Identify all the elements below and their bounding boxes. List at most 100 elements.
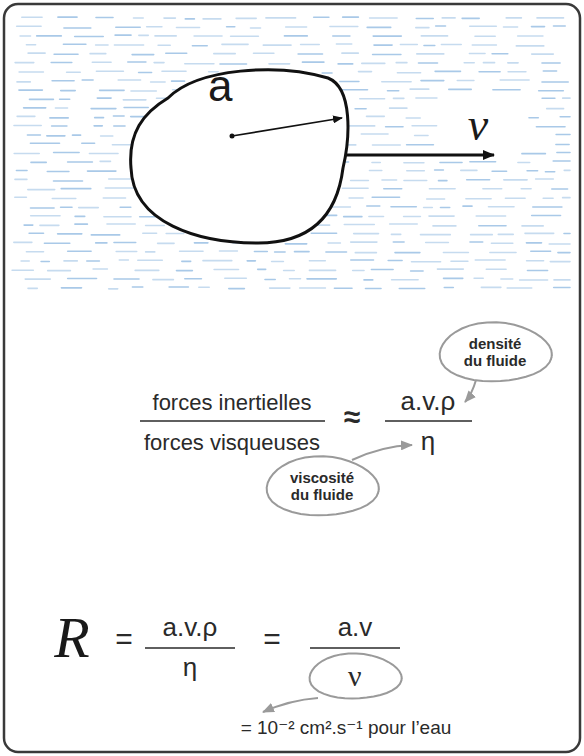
water-dash	[533, 206, 562, 208]
water-dash	[505, 197, 525, 199]
water-dash	[254, 251, 267, 253]
water-dash	[527, 170, 538, 172]
water-dash	[162, 70, 186, 72]
water-dash	[391, 206, 416, 208]
water-dash	[132, 54, 154, 56]
water-dash	[373, 144, 401, 146]
water-dash	[109, 178, 132, 180]
water-dash	[542, 62, 560, 64]
water-dash	[220, 250, 238, 252]
water-dash	[521, 188, 531, 190]
water-dash	[96, 17, 113, 19]
water-dash	[16, 170, 27, 172]
water-dash	[28, 288, 37, 290]
water-dash	[404, 216, 421, 218]
water-dash	[340, 81, 359, 83]
water-dash	[227, 26, 235, 28]
water-dash	[349, 125, 374, 127]
water-dash	[258, 269, 266, 271]
water-dash	[269, 63, 290, 65]
water-dash	[421, 80, 444, 82]
water-dash	[384, 188, 402, 190]
reynolds-symbol: R	[54, 604, 89, 671]
water-dash	[330, 26, 358, 28]
water-dash	[504, 26, 518, 28]
water-dash	[508, 71, 526, 73]
water-dash	[545, 171, 554, 173]
frame	[4, 4, 580, 752]
water-dash	[479, 225, 506, 227]
water-dash	[372, 162, 380, 164]
water-dash	[549, 243, 570, 245]
water-dash	[151, 81, 166, 83]
water-dash	[118, 79, 140, 81]
water-dash	[526, 242, 541, 244]
water-dash	[14, 125, 41, 127]
water-dash	[79, 207, 99, 209]
fraction-bar	[310, 647, 400, 649]
water-dash	[47, 171, 69, 173]
water-dash	[483, 188, 502, 190]
denominator-formula: η	[421, 426, 435, 457]
water-dash	[479, 71, 500, 73]
water-dash	[451, 260, 468, 262]
water-dash	[314, 17, 329, 19]
water-dash	[556, 144, 569, 146]
water-dash	[164, 17, 175, 19]
water-dash	[491, 242, 512, 244]
water-dash	[504, 179, 527, 181]
water-dash	[47, 135, 65, 137]
water-dash	[21, 260, 29, 262]
water-dash	[543, 70, 556, 72]
fraction-bar	[145, 647, 235, 649]
water-dash	[367, 205, 380, 207]
water-dash	[75, 36, 104, 38]
fraction-bar	[140, 420, 325, 422]
water-dash	[441, 207, 450, 209]
water-dash	[355, 108, 366, 110]
water-dash	[55, 107, 67, 109]
water-dash	[146, 225, 165, 227]
water-dash	[64, 27, 91, 29]
water-dash	[539, 90, 564, 92]
water-dash	[172, 80, 185, 82]
water-dash	[390, 223, 418, 225]
water-dash	[19, 89, 43, 91]
water-dash	[424, 207, 433, 209]
water-dash	[333, 35, 350, 37]
water-dash	[75, 216, 85, 218]
water-dash	[251, 27, 261, 29]
water-dash	[17, 81, 30, 83]
water-dash	[109, 288, 118, 290]
water-dash	[399, 288, 424, 290]
water-dash	[203, 18, 221, 20]
water-dash	[26, 44, 35, 46]
water-dash	[344, 224, 374, 226]
water-dash	[457, 80, 474, 82]
water-dash	[94, 125, 102, 127]
water-dash	[20, 35, 30, 37]
water-dash	[436, 25, 446, 27]
water-dash	[492, 53, 508, 55]
water-dash	[443, 252, 468, 254]
water-dash	[112, 144, 132, 146]
water-dash	[29, 232, 43, 234]
water-dash	[155, 35, 176, 37]
water-dash	[424, 45, 435, 47]
water-dash	[416, 27, 429, 29]
water-dash	[40, 225, 59, 227]
water-dash	[128, 61, 146, 63]
leader-arrow	[263, 698, 318, 712]
water-dash	[177, 27, 200, 29]
velocity-symbol: v	[468, 98, 488, 151]
water-dash	[404, 180, 427, 182]
water-dash	[68, 250, 91, 252]
water-dashes	[12, 17, 570, 289]
water-dash	[382, 81, 411, 83]
water-dash	[58, 233, 82, 235]
water-dash	[284, 270, 295, 272]
water-dash	[24, 224, 33, 226]
water-dash	[100, 161, 110, 163]
water-dash	[54, 180, 83, 182]
water-dash	[442, 17, 455, 19]
